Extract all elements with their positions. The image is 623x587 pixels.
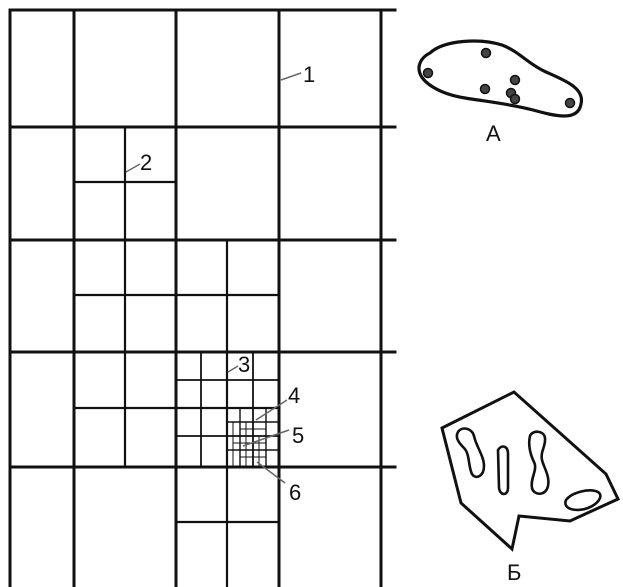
callout-6-leader — [257, 462, 285, 483]
figure-b-hole — [498, 447, 508, 494]
figure-b-outline — [442, 392, 618, 549]
callout-2: 2 — [126, 150, 152, 175]
callout-3-label: 3 — [238, 352, 250, 377]
grid-level-1 — [10, 10, 395, 587]
figure-b-hole — [529, 432, 548, 494]
callout-1-leader — [281, 73, 301, 80]
callout-4-leader — [256, 400, 287, 420]
figure-a-dots — [424, 49, 575, 108]
refinement-grid — [10, 10, 395, 587]
callout-2-label: 2 — [140, 150, 152, 175]
callout-1: 1 — [281, 62, 315, 87]
callout-5-label: 5 — [292, 423, 304, 448]
figure-b: Б — [442, 392, 618, 585]
figure-a: А — [419, 41, 582, 146]
figure-a-dot — [566, 99, 575, 108]
figure-a-dot — [424, 69, 433, 78]
figure-b-hole — [565, 490, 600, 510]
figure-a-dot — [511, 76, 520, 85]
callout-4-label: 4 — [288, 383, 300, 408]
callout-2-leader — [126, 164, 140, 172]
callout-3: 3 — [228, 352, 250, 377]
callout-1-label: 1 — [303, 62, 315, 87]
figure-a-dot — [481, 85, 490, 94]
figure-b-label: Б — [507, 560, 521, 585]
figure-a-label: А — [486, 121, 501, 146]
callout-6-label: 6 — [289, 480, 301, 505]
figure-a-dot — [482, 49, 491, 58]
callout-3-leader — [228, 366, 238, 372]
figure-b-hole — [457, 429, 484, 477]
figure-a-dot — [511, 95, 520, 104]
figure-b-holes — [457, 429, 601, 510]
figure-a-outline — [419, 41, 582, 116]
